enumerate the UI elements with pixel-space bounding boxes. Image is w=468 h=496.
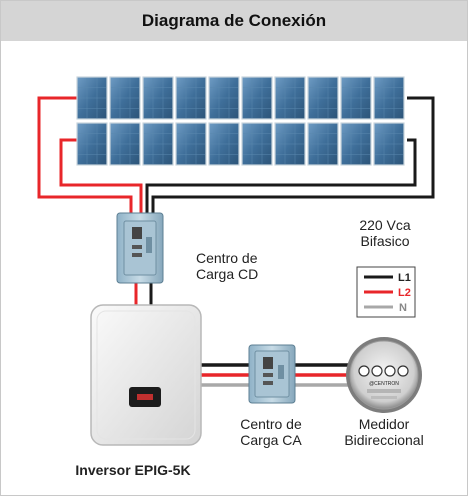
solar-panel <box>109 76 141 120</box>
inverter-label: Inversor EPIG-5K <box>75 462 190 478</box>
centro-carga-ca-box <box>248 344 296 404</box>
solar-panel <box>76 76 108 120</box>
medidor-label-2: Bidireccional <box>344 432 423 448</box>
legend-l1: L1 <box>398 272 411 284</box>
centro-ca-label-2: Carga CA <box>240 432 302 448</box>
solar-panel <box>208 76 240 120</box>
solar-panel <box>76 122 108 166</box>
solar-panel <box>373 76 405 120</box>
solar-panel <box>274 122 306 166</box>
dc-wiring <box>37 96 435 216</box>
dc-to-inverter-wiring <box>134 281 153 307</box>
meter-brand: @CENTRON <box>369 381 399 387</box>
wire-legend: L1 L2 N <box>356 266 416 318</box>
centro-cd-label-2: Carga CD <box>196 266 258 282</box>
meter-dials <box>358 365 409 377</box>
solar-panel <box>175 76 207 120</box>
diagram-labels: 220 Vca Bifasico Centro de Carga CD Cent… <box>75 217 423 478</box>
solar-panel <box>274 76 306 120</box>
solar-panel <box>109 122 141 166</box>
wire-black-top-right <box>151 96 435 216</box>
solar-panel <box>241 76 273 120</box>
solar-panel <box>175 122 207 166</box>
medidor-label-1: Medidor <box>359 416 410 432</box>
centro-cd-label-1: Centro de <box>196 250 258 266</box>
solar-panel <box>241 122 273 166</box>
solar-panel <box>340 122 372 166</box>
bidirectional-meter: @CENTRON <box>346 337 422 413</box>
solar-panel <box>142 76 174 120</box>
centro-carga-cd-box <box>116 212 164 284</box>
ac-wiring <box>201 363 349 387</box>
wire-black-bottom-right <box>145 138 417 216</box>
legend-n: N <box>399 302 407 314</box>
solar-panel <box>208 122 240 166</box>
phase-label: Bifasico <box>360 233 409 249</box>
legend-l2: L2 <box>398 287 411 299</box>
centro-ca-label-1: Centro de <box>240 416 302 432</box>
wire-red-top-left <box>37 96 133 216</box>
solar-panel <box>373 122 405 166</box>
solar-panel <box>340 76 372 120</box>
solar-array <box>76 76 405 166</box>
voltage-label: 220 Vca <box>359 217 411 233</box>
diagram-title: Diagrama de Conexión <box>1 1 467 41</box>
solar-panel <box>307 76 339 120</box>
solar-panel <box>307 122 339 166</box>
wire-red-bottom-left <box>59 138 143 216</box>
inverter-unit <box>90 304 202 446</box>
solar-panel <box>142 122 174 166</box>
